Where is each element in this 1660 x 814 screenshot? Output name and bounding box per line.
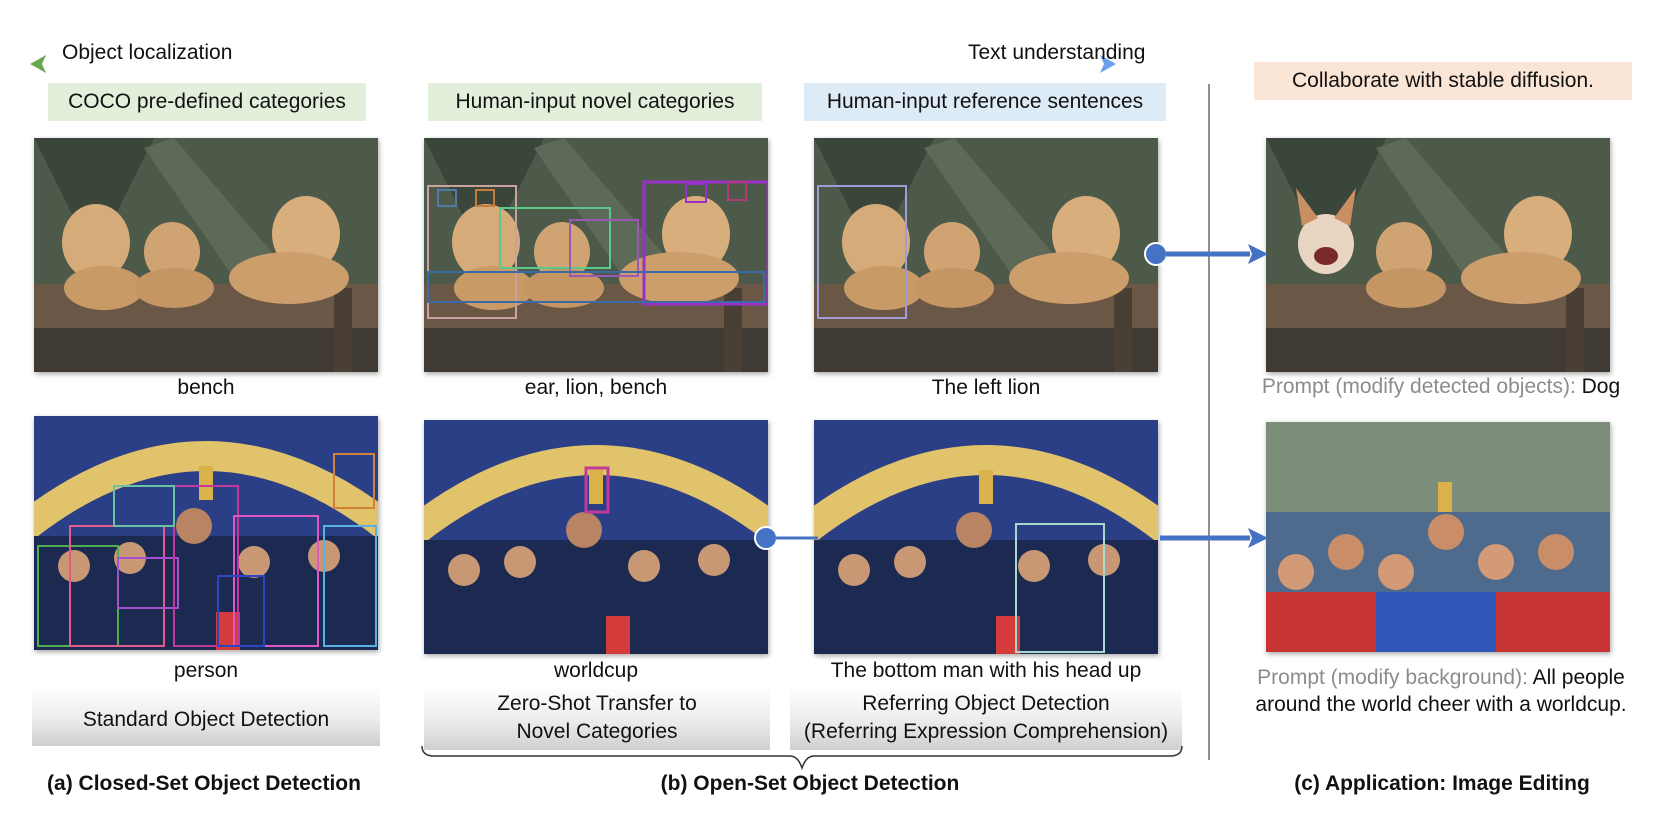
prompt-objects-label: Prompt (modify detected objects): [1261,375,1576,398]
lions-photo-novel [424,138,768,372]
stable-diffusion-tag: Collaborate with stable diffusion. [1254,62,1632,100]
section-a-label: (a) Closed-Set Object Detection [47,772,361,795]
worldcup-photo-edited-background [1266,422,1610,652]
coco-categories-tag: COCO pre-defined categories [48,83,366,121]
referring-line1: Referring Object Detection [862,692,1110,715]
prompt-background-label: Prompt (modify background): [1257,666,1528,689]
open-set-brace [421,745,1183,771]
lions-to-dog-connector [1144,242,1268,266]
worldcup-link-connector [754,526,818,550]
caption-the-left-lion: The left lion [931,376,1041,399]
worldcup-photo-novel [424,420,768,654]
caption-person: person [173,659,239,682]
section-b-label: (b) Open-Set Object Detection [660,772,960,795]
lions-photo-coco [34,138,378,372]
referring-detection-box: Referring Object Detection (Referring Ex… [790,686,1182,750]
novel-categories-tag: Human-input novel categories [428,83,762,121]
lions-photo-referring [814,138,1158,372]
lions-photo-edited-dog [1266,138,1610,372]
prompt-background-value-1: All people [1532,666,1625,689]
section-c-label: (c) Application: Image Editing [1294,772,1590,795]
prompt-background-value-2: around the world cheer with a worldcup. [1255,693,1627,716]
standard-detection-box: Standard Object Detection [32,686,380,746]
object-localization-label: Object localization [62,41,233,64]
standard-detection-label: Standard Object Detection [82,708,330,731]
caption-bench: bench [177,376,235,399]
prompt-modify-background: Prompt (modify background): All people a… [1226,664,1656,718]
prompt-objects-value: Dog [1581,375,1621,398]
text-understanding-label: Text understanding [968,41,1146,64]
prompt-modify-objects: Prompt (modify detected objects): Dog [1246,374,1636,400]
referring-line2: (Referring Expression Comprehension) [803,720,1169,743]
zero-shot-box: Zero-Shot Transfer to Novel Categories [424,686,770,750]
section-divider [1208,84,1210,760]
reference-sentences-tag: Human-input reference sentences [804,83,1166,121]
localization-to-text-arrow [30,55,1116,73]
caption-ear-lion-bench: ear, lion, bench [524,376,668,399]
zero-shot-line1: Zero-Shot Transfer to [497,692,697,715]
worldcup-photo-coco [34,416,378,650]
caption-bottom-man: The bottom man with his head up [830,659,1142,682]
worldcup-to-edit-connector [1160,528,1268,548]
zero-shot-line2: Novel Categories [516,720,678,743]
caption-worldcup: worldcup [553,659,639,682]
worldcup-photo-referring [814,420,1158,654]
